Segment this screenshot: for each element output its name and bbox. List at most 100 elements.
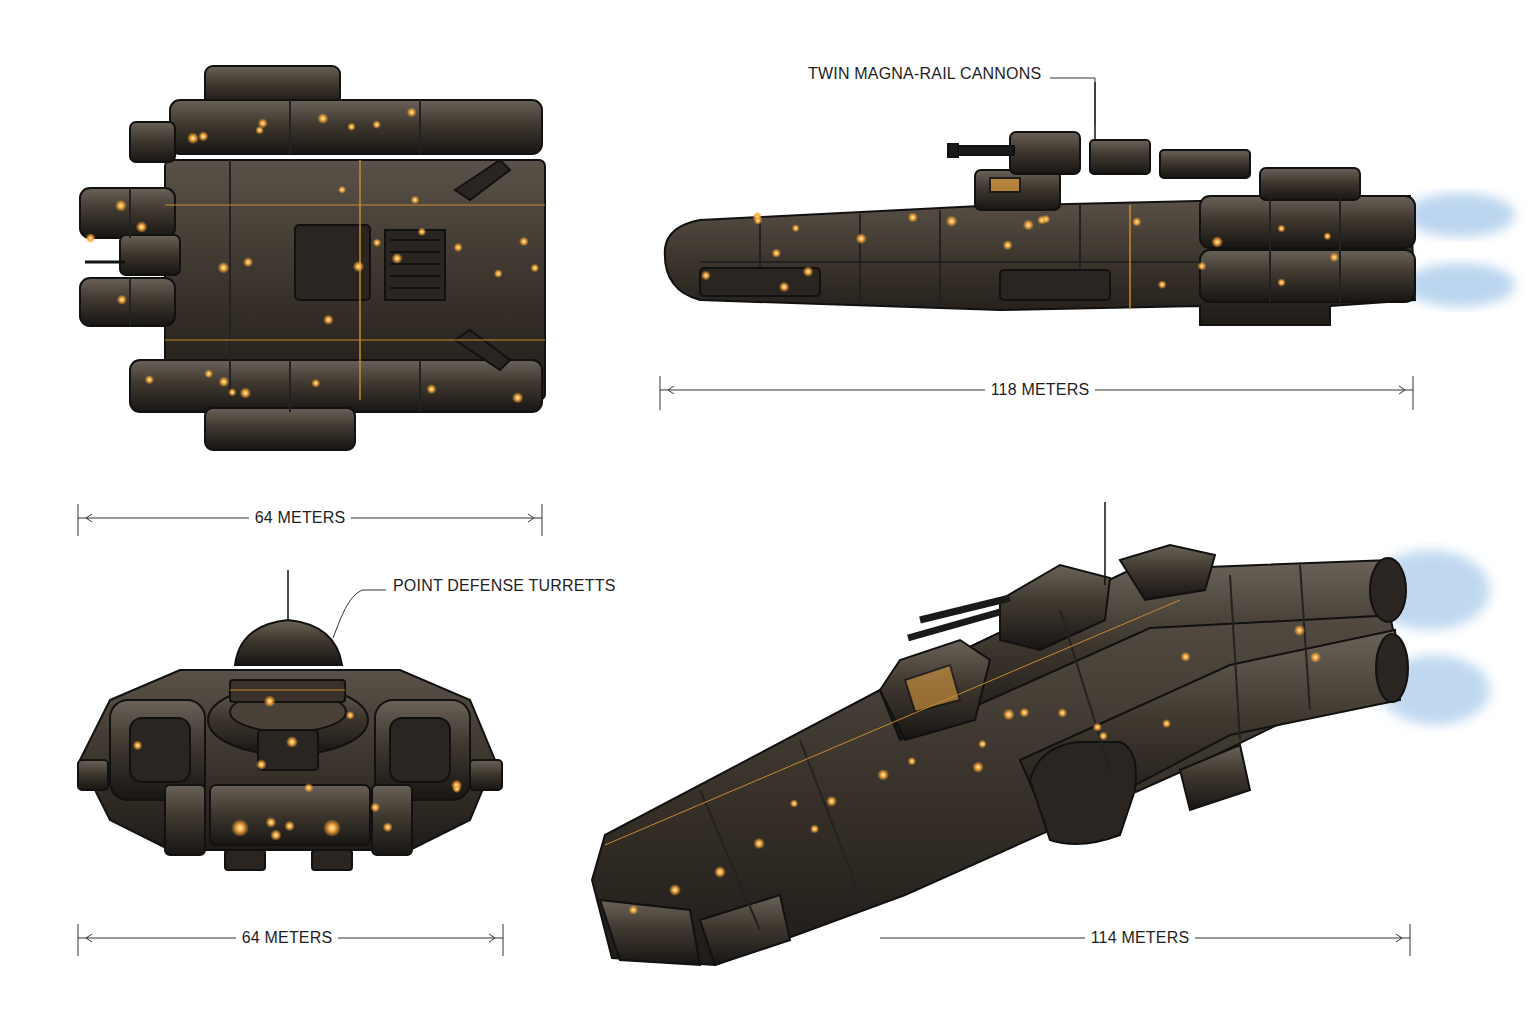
hull-light	[714, 866, 726, 878]
dimension-label: 64 METERS	[236, 928, 339, 948]
top-view-part	[289, 360, 291, 412]
hull-light	[452, 784, 461, 793]
side-view-part	[1200, 196, 1415, 248]
hull-light	[779, 282, 790, 293]
top-view-part	[419, 360, 421, 412]
perspective-view-part	[1104, 502, 1106, 585]
dimension-lines-part	[660, 376, 661, 410]
hull-light	[512, 392, 523, 403]
hull-lights	[85, 107, 1339, 915]
top-view-part	[229, 160, 231, 400]
hull-light	[856, 233, 867, 244]
side-view-part	[1200, 250, 1415, 302]
perspective-view-part	[1120, 545, 1215, 600]
hull-light	[494, 269, 503, 278]
dimension-lines-part	[489, 934, 495, 942]
hull-light	[1003, 709, 1015, 721]
hull-light	[1277, 278, 1286, 287]
hull-light	[1197, 262, 1206, 271]
side-view-part	[1129, 205, 1131, 308]
hull-light	[304, 783, 314, 793]
hull-light	[1023, 219, 1034, 230]
side-view-part	[1339, 196, 1341, 302]
dimension-lines-part	[1413, 376, 1414, 410]
dimension-lines-part	[78, 924, 79, 956]
top-view-part	[419, 100, 421, 154]
side-view-part	[665, 196, 1415, 325]
hull-light	[85, 233, 95, 243]
side-view-part	[1260, 168, 1360, 200]
hull-light	[908, 757, 917, 766]
side-view-part	[939, 210, 941, 306]
dimension-label: 118 METERS	[985, 380, 1096, 400]
perspective-view-part	[1300, 565, 1310, 710]
hull-light	[1294, 625, 1305, 636]
dimension-label: 64 METERS	[249, 508, 352, 528]
hull-light	[426, 384, 436, 394]
side-view-part	[948, 144, 958, 157]
top-view-part	[165, 205, 545, 206]
hull-light	[771, 248, 781, 258]
hull-light	[978, 740, 987, 749]
hull-light	[311, 379, 320, 388]
hull-light	[826, 796, 837, 807]
hull-light	[1162, 719, 1171, 728]
hull-light	[453, 243, 462, 252]
perspective-view-part	[1060, 610, 1110, 770]
dimension-lines-part	[86, 934, 92, 942]
side-view-part	[1010, 132, 1080, 174]
top-view-part	[390, 287, 440, 289]
perspective-view-part	[1030, 742, 1136, 844]
top-view-part	[80, 278, 175, 326]
hull-light	[753, 838, 765, 850]
dimension-label: 114 METERS	[1085, 928, 1196, 948]
hull-light	[240, 387, 251, 398]
top-view-part	[165, 340, 545, 341]
dimension-lines-part	[528, 514, 534, 522]
hull-light	[266, 817, 277, 828]
hull-light	[1019, 708, 1029, 718]
side-view-part	[1405, 263, 1515, 307]
hull-light	[284, 821, 295, 832]
hull-light	[1003, 240, 1013, 250]
side-view-part	[990, 178, 1020, 192]
top-view-part	[130, 122, 175, 162]
perspective-view-part	[800, 740, 860, 895]
perspective-view-part	[920, 598, 1010, 620]
front-view-part	[80, 670, 495, 850]
front-view-part	[235, 620, 342, 665]
front-view	[78, 570, 502, 870]
hull-light	[418, 227, 427, 236]
side-view-part	[1090, 140, 1150, 174]
dimension-lines-part	[1399, 386, 1405, 394]
top-view-part	[455, 160, 510, 200]
leader-lines	[333, 78, 1095, 638]
hull-light	[877, 769, 889, 781]
hull-light	[519, 237, 529, 247]
hull-light	[790, 799, 799, 808]
hull-light	[1211, 236, 1223, 248]
perspective-view-part	[1370, 558, 1406, 622]
top-view-part	[295, 225, 370, 300]
hull-light	[754, 216, 763, 225]
hull-light	[219, 376, 230, 387]
hull-light	[255, 126, 264, 135]
hull-light	[372, 120, 381, 129]
top-view-part	[385, 230, 445, 300]
hull-light	[810, 824, 819, 833]
perspective-view-part	[1180, 745, 1250, 810]
callout-label: POINT DEFENSE TURRETTS	[387, 576, 622, 596]
top-view-part	[390, 251, 440, 253]
front-view-part	[210, 785, 370, 845]
top-view-part	[205, 408, 355, 450]
hull-light	[204, 369, 213, 378]
perspective-view-part	[908, 612, 1000, 638]
hull-light	[1037, 215, 1046, 224]
hull-light	[198, 131, 208, 141]
hull-light	[243, 257, 253, 267]
hull-light	[1310, 652, 1321, 663]
hull-light	[338, 186, 346, 194]
hull-light	[115, 200, 127, 212]
top-view-part	[359, 160, 361, 400]
hull-light	[1132, 217, 1142, 227]
